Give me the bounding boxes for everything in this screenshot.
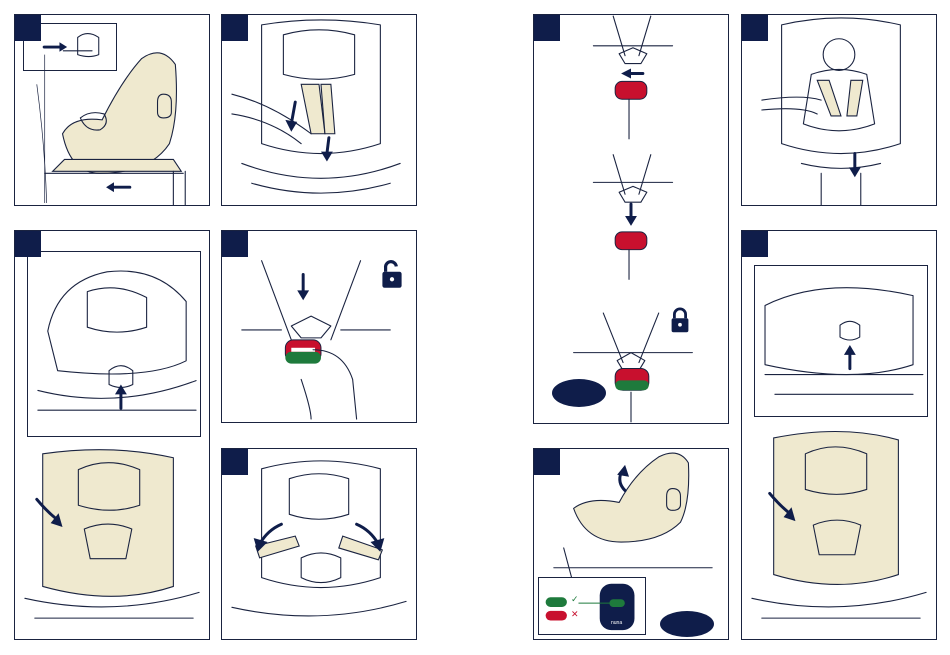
indicator-inset: ✓ ✕ nuna xyxy=(538,577,646,635)
step-panel-3 xyxy=(14,230,210,640)
step-panel-4 xyxy=(221,230,417,423)
step-number-badge xyxy=(15,231,41,257)
seat-rotated-illustration xyxy=(742,231,936,639)
step-number-badge xyxy=(222,231,248,257)
step-panel-8: ✓ ✕ nuna xyxy=(533,448,729,640)
step-panel-9 xyxy=(741,230,937,640)
step-number-badge xyxy=(15,15,41,41)
step-panel-1 xyxy=(14,14,210,206)
harness-open-illustration xyxy=(222,449,416,639)
seat-side-illustration xyxy=(15,15,209,205)
unlocked-padlock-icon xyxy=(376,259,408,291)
step-panel-2 xyxy=(221,14,417,206)
error-cross-icon: ✕ xyxy=(571,609,579,620)
step-panel-6 xyxy=(533,14,729,424)
step-number-badge xyxy=(222,15,248,41)
step-number-badge xyxy=(534,449,560,475)
locked-padlock-icon xyxy=(666,307,694,335)
harness-tighten-illustration xyxy=(742,15,936,205)
step-number-badge xyxy=(222,449,248,475)
buckle-sequence-illustration xyxy=(534,15,728,423)
brand-logo: nuna xyxy=(611,620,622,626)
harness-pull-illustration xyxy=(222,15,416,205)
ok-check-icon: ✓ xyxy=(571,594,579,605)
step-panel-7 xyxy=(741,14,937,206)
audio-click-bubble xyxy=(552,379,606,407)
audio-click-bubble xyxy=(660,611,714,637)
arrow-down-icon xyxy=(291,102,295,124)
seat-rotated-illustration xyxy=(15,231,209,639)
step-panel-5 xyxy=(221,448,417,640)
step-number-badge xyxy=(742,15,768,41)
step-number-badge xyxy=(742,231,768,257)
step-number-badge xyxy=(534,15,560,41)
arrow-down-icon xyxy=(327,138,329,154)
